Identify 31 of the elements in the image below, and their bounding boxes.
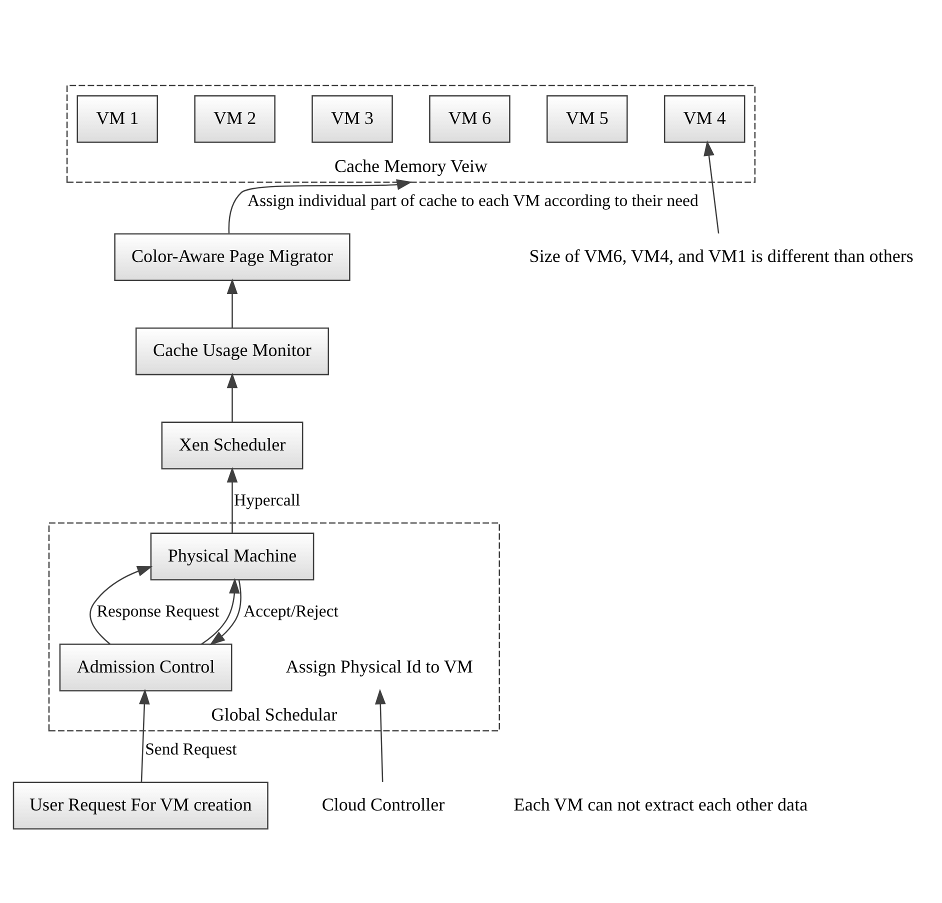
node-box: VM 3 bbox=[312, 94, 393, 142]
edge-label: Send Request bbox=[145, 739, 237, 758]
arrow bbox=[226, 466, 238, 532]
arrow bbox=[139, 688, 150, 782]
node-box: Cache Usage Monitor bbox=[135, 326, 330, 375]
node-text: Cloud Controller bbox=[322, 794, 445, 814]
node-text: Assign Physical Id to VM bbox=[286, 656, 473, 676]
node-box: VM 2 bbox=[194, 94, 276, 142]
edge-label: Accept/Reject bbox=[243, 600, 338, 620]
arrow bbox=[210, 579, 242, 645]
edge-label: Assign individual part of cache to each VM according to their need bbox=[248, 190, 698, 210]
arrow bbox=[704, 140, 720, 234]
node-box: VM 5 bbox=[546, 94, 628, 142]
arrow bbox=[374, 688, 386, 782]
arrow bbox=[228, 178, 412, 233]
node-box: VM 6 bbox=[429, 94, 510, 142]
node-box: VM 4 bbox=[664, 94, 746, 142]
arrow bbox=[90, 566, 153, 644]
node-box: VM 1 bbox=[76, 94, 158, 142]
edge-label: Response Request bbox=[96, 600, 220, 620]
edge-label: Hypercall bbox=[234, 490, 300, 509]
node-box: Xen Scheduler bbox=[161, 421, 304, 469]
node-box: User Request For VM creation bbox=[12, 781, 268, 829]
node-text: Size of VM6, VM4, and VM1 is different than others bbox=[529, 245, 914, 266]
arrow bbox=[226, 372, 238, 422]
node-box: Admission Control bbox=[59, 643, 232, 691]
node-box: Physical Machine bbox=[150, 532, 314, 580]
arrow bbox=[226, 278, 238, 328]
arrow bbox=[201, 578, 240, 644]
label: Each VM can not extract each other data bbox=[514, 794, 808, 814]
node-box: Color-Aware Page Migrator bbox=[114, 232, 350, 280]
